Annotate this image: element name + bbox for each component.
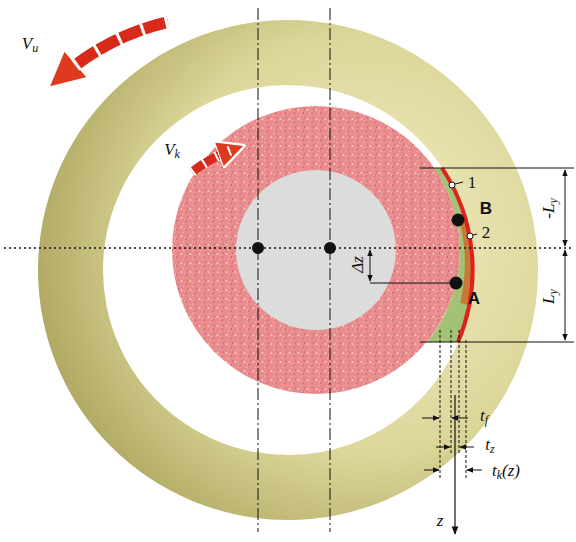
ring-surface-arc [442, 168, 473, 342]
point-label: B [479, 200, 493, 217]
dimension-label: Ly [539, 288, 558, 305]
z-axis [454, 395, 455, 534]
extension-line [440, 330, 441, 480]
callout-number: 1 [467, 174, 478, 191]
velocity-label: Vk [163, 141, 181, 160]
dimension-label: tf [479, 407, 489, 426]
callout-number: 2 [481, 224, 492, 241]
dimension-label: tk(z) [491, 462, 521, 481]
velocity-label: Vu [21, 35, 39, 54]
extension-line [420, 168, 574, 169]
grinding-wheel [172, 106, 460, 394]
axis-label: z [436, 512, 445, 529]
horizontal-axis [4, 247, 572, 249]
workpiece-ring [38, 20, 538, 520]
point-label: A [467, 290, 481, 307]
dimension-line [460, 447, 474, 448]
dimension-label: -Ly [539, 197, 558, 219]
extension-line [420, 342, 574, 343]
leader-line [473, 234, 477, 235]
dimension-line [424, 470, 439, 471]
extension-line [370, 283, 452, 284]
center-line [330, 8, 331, 532]
center-dot [252, 242, 264, 254]
dimension-line [422, 418, 439, 419]
contact-zone [427, 168, 473, 342]
rotation-arrow [62, 22, 168, 76]
dimension-line [436, 447, 450, 448]
dimension-line [565, 170, 566, 246]
dimension-label: tz [484, 436, 495, 455]
callout-marker [467, 233, 473, 239]
rotation-arrow-segments [192, 150, 232, 172]
callout-marker [449, 182, 455, 188]
extension-line [451, 330, 452, 455]
wheel-bore [236, 170, 396, 330]
leader-line [455, 182, 463, 184]
center-dot [324, 242, 336, 254]
dimension-label: Δz [349, 255, 366, 274]
dimension-line [565, 250, 566, 340]
rotation-arrow-segments [62, 22, 168, 76]
dimension-line [467, 470, 482, 471]
rotation-arrow [192, 150, 232, 172]
extension-line [466, 340, 467, 480]
center-line [258, 8, 259, 532]
extension-line [459, 330, 460, 455]
dimension-line [370, 250, 371, 281]
point-dot [452, 214, 465, 227]
